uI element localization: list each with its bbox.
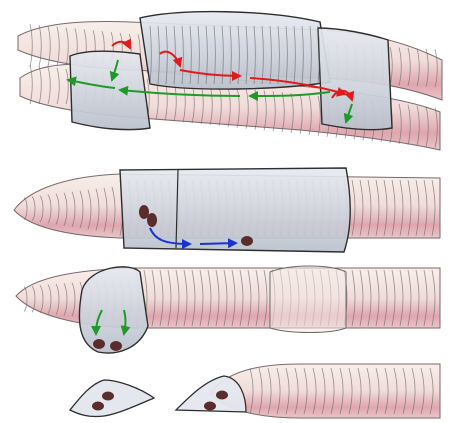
swollen-clitellum-3: [270, 266, 346, 333]
mating-pair-panel: [18, 12, 442, 150]
egg: [204, 402, 216, 411]
right-clitellum: [318, 28, 392, 130]
cocoon-sliding-panel: [16, 266, 440, 353]
egg-path-arrow-2: [200, 243, 236, 244]
cocoon-released-panel: [70, 364, 440, 418]
egg: [139, 205, 149, 219]
egg: [147, 213, 157, 227]
upper-clitellum: [140, 12, 330, 89]
egg: [102, 392, 114, 401]
egg: [241, 236, 253, 246]
cocoon-forming-panel: [14, 168, 440, 252]
egg: [92, 402, 104, 411]
cocoon-3: [79, 267, 148, 353]
egg: [110, 341, 122, 351]
cocoon-sleeve-2: [120, 168, 350, 252]
egg: [93, 339, 105, 349]
lower-clitellum: [70, 51, 150, 129]
egg: [216, 391, 228, 400]
